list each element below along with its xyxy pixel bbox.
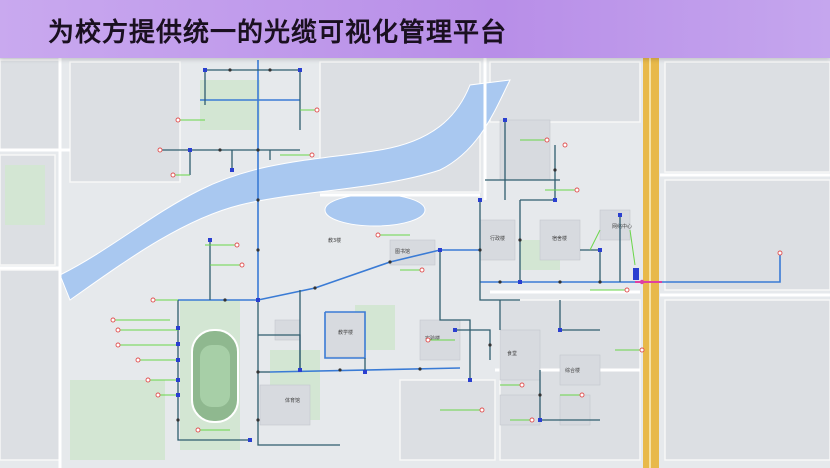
drop-cables xyxy=(115,109,640,431)
map-label: 体育馆 xyxy=(285,397,300,404)
building-labels: 教3楼 教学楼 实验楼 图书馆 体育馆 行政楼 宿舍楼 食堂 网络中心 综合楼 xyxy=(285,223,632,404)
river xyxy=(59,79,511,301)
map-label: 行政楼 xyxy=(490,235,505,242)
map-label: 教3楼 xyxy=(328,237,341,244)
map-label: 图书馆 xyxy=(395,248,410,255)
map-label: 实验楼 xyxy=(425,335,440,342)
map-label: 食堂 xyxy=(507,350,517,357)
title-banner: 为校方提供统一的光缆可视化管理平台 xyxy=(0,0,830,58)
minor-roads xyxy=(0,58,830,468)
map-label: 教学楼 xyxy=(338,329,353,336)
map-label: 网络中心 xyxy=(612,223,632,230)
map-label: 宿舍楼 xyxy=(552,235,567,242)
page-title: 为校方提供统一的光缆可视化管理平台 xyxy=(48,18,508,48)
lake xyxy=(324,193,426,227)
buildings xyxy=(259,119,631,426)
cable-nodes xyxy=(110,68,783,442)
pink-junction xyxy=(639,279,645,285)
map-label: 综合楼 xyxy=(565,367,580,374)
